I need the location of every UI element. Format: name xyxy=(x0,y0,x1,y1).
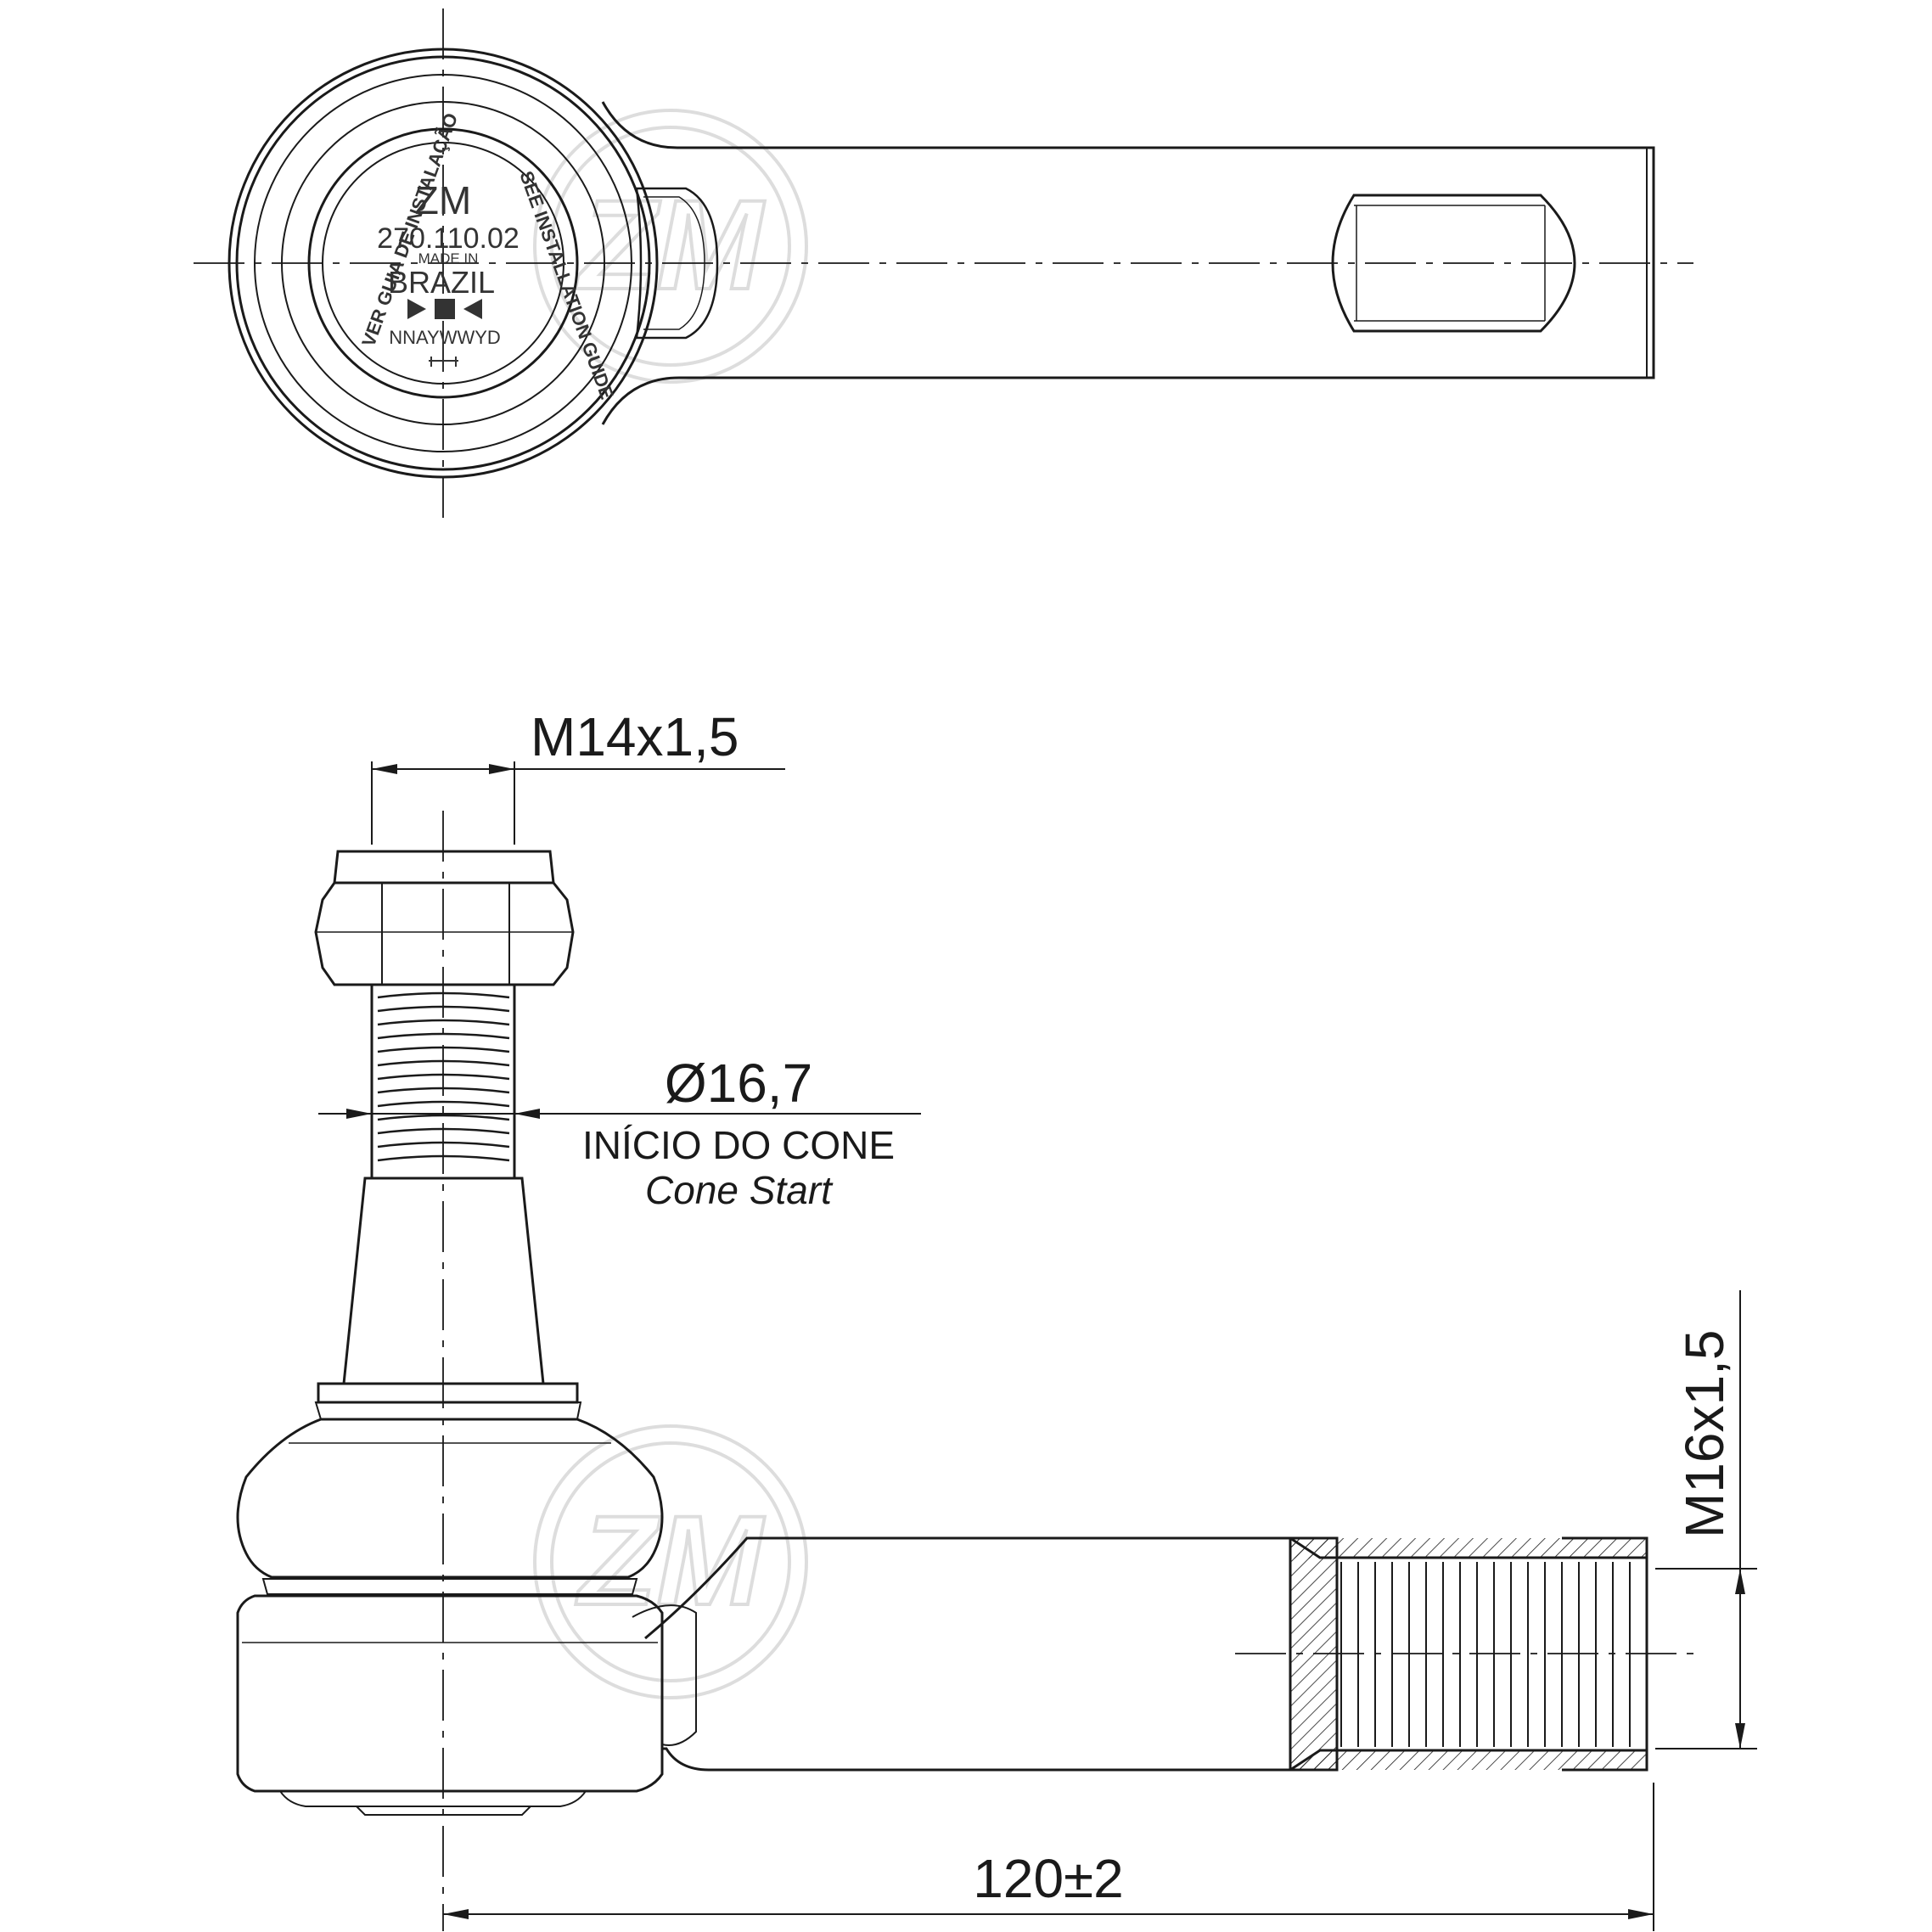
watermark-logo-top: ZM xyxy=(533,109,808,384)
svg-text:ZM: ZM xyxy=(576,173,766,316)
threaded-bore-section xyxy=(1289,1536,1648,1772)
stamp-brand: ZM xyxy=(415,178,471,222)
stamp-factory-icon xyxy=(407,299,482,319)
wrench-flat-slot xyxy=(1331,194,1576,333)
stamp-mark-icon xyxy=(429,357,458,367)
ball-housing-side xyxy=(236,1594,664,1816)
stamp-date-code: NNAYWWYD xyxy=(389,327,501,348)
watermark-logo-bottom: ZM xyxy=(533,1424,808,1699)
castle-nut xyxy=(314,850,575,986)
arm-outline-top xyxy=(601,101,1655,425)
label-shank-thread: M16x1,5 xyxy=(1674,1330,1735,1538)
dust-boot xyxy=(236,1382,664,1595)
top-view: VER GUIA DE INSTALAÇÃO SEE INSTALLATION … xyxy=(194,8,1693,518)
label-cone-note-en: Cone Start xyxy=(645,1168,834,1212)
dim-cone-diameter xyxy=(318,1109,921,1119)
stamp-country: BRAZIL xyxy=(388,265,495,300)
arm-lug-top xyxy=(635,187,719,340)
stamp-part-number: 270.110.02 xyxy=(377,222,520,255)
label-cone-diameter: Ø16,7 xyxy=(665,1053,812,1114)
dim-stud-thread xyxy=(371,761,785,845)
svg-text:ZM: ZM xyxy=(576,1489,766,1632)
label-overall-length: 120±2 xyxy=(973,1848,1124,1909)
tie-rod-shank xyxy=(632,1536,1292,1772)
stamp-made-in: MADE IN xyxy=(418,250,479,267)
dim-shank-thread xyxy=(1655,1290,1757,1749)
label-cone-note-pt: INÍCIO DO CONE xyxy=(582,1123,895,1167)
ball-housing-top xyxy=(227,48,659,479)
dim-overall-length xyxy=(443,1783,1654,1931)
side-view: M14x1,5 Ø16,7 INÍCIO DO CONE Cone Start … xyxy=(236,706,1757,1931)
part-stamp: ZM 270.110.02 MADE IN BRAZIL NNAYWWYD xyxy=(377,178,520,367)
label-stud-thread: M14x1,5 xyxy=(531,706,739,767)
